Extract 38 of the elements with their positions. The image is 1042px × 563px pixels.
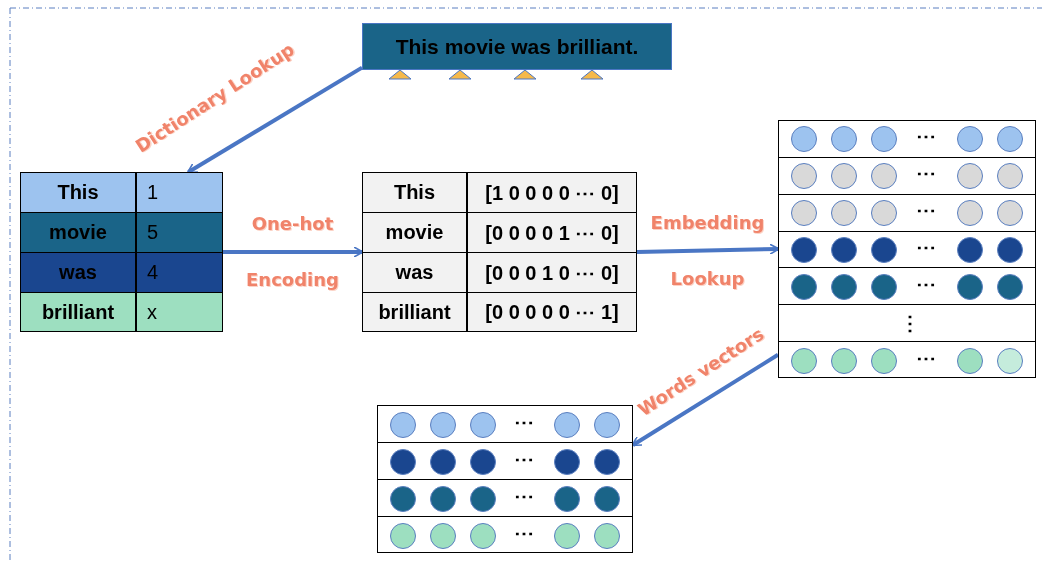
lookup-table — [20, 172, 223, 332]
table-cell: This — [20, 172, 136, 213]
table-cell: [0 0 0 1 0 ⋯ 0] — [467, 252, 637, 293]
ellipsis: ⋯ — [916, 347, 936, 368]
vector-matrix — [778, 120, 1036, 378]
edge-label: Embedding Lookup — [649, 210, 766, 291]
table-cell: [0 0 0 0 1 ⋯ 0] — [467, 212, 637, 253]
table-cell: This — [362, 172, 467, 213]
sentence-box: This movie was brilliant. — [362, 23, 672, 70]
ellipsis: ⋯ — [916, 273, 936, 294]
arrow — [186, 65, 364, 174]
table-cell: 5 — [136, 212, 223, 253]
table-cell: [0 0 0 0 0 ⋯ 1] — [467, 292, 637, 332]
table-cell: movie — [20, 212, 136, 253]
ellipsis: ⋯ — [916, 163, 936, 184]
table-cell: was — [362, 252, 467, 293]
vector-matrix — [377, 405, 633, 553]
table-cell: 1 — [136, 172, 223, 213]
table-cell: brilliant — [20, 292, 136, 332]
ellipsis: ⋯ — [514, 522, 534, 543]
table-cell: x — [136, 292, 223, 332]
lookup-table — [362, 172, 637, 332]
vertical-ellipsis: ⋮ — [900, 312, 920, 333]
table-cell: movie — [362, 212, 467, 253]
arrow — [636, 243, 780, 255]
ellipsis: ⋯ — [916, 237, 936, 257]
ellipsis: ⋯ — [514, 485, 534, 506]
arrow — [223, 246, 364, 258]
edge-label: One-hot Encoding — [245, 212, 340, 292]
table-cell: [1 0 0 0 0 ⋯ 0] — [467, 172, 637, 213]
table-cell: 4 — [136, 252, 223, 293]
table-cell: was — [20, 252, 136, 293]
arrow — [631, 353, 780, 447]
ellipsis: ⋯ — [514, 448, 534, 469]
ellipsis: ⋯ — [916, 126, 936, 147]
ellipsis: ⋯ — [514, 411, 534, 432]
table-cell: brilliant — [362, 292, 467, 332]
ellipsis: ⋯ — [916, 200, 936, 221]
